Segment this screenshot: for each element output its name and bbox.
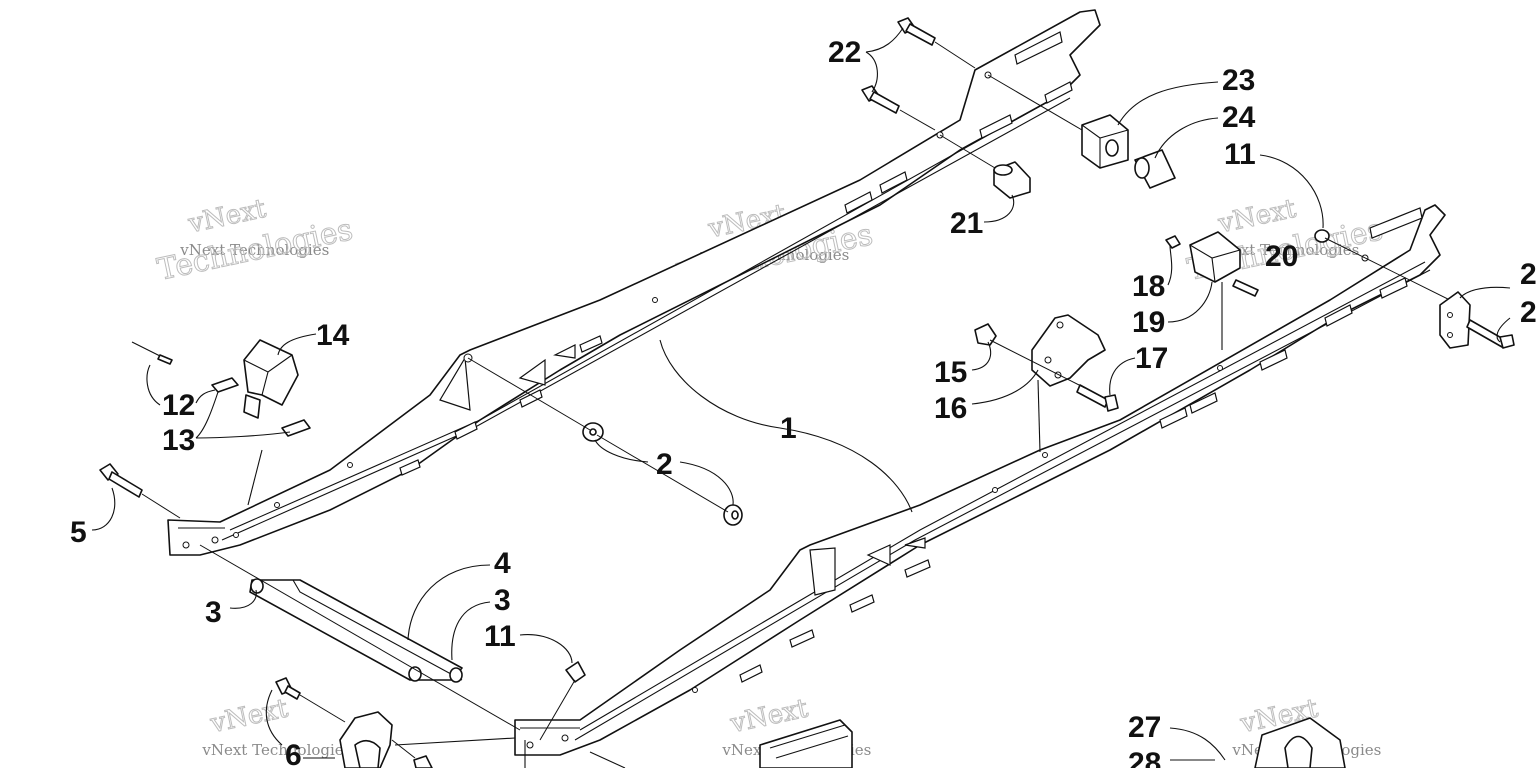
callout-27: 27 xyxy=(1128,711,1161,744)
callout-26: 2 xyxy=(1520,296,1536,329)
callout-15: 15 xyxy=(934,356,967,389)
callout-12: 12 xyxy=(162,389,195,422)
callout-1: 1 xyxy=(780,412,797,445)
bracket-16 xyxy=(1031,314,1106,387)
nut-bottom xyxy=(413,755,433,768)
pin-12 xyxy=(131,341,173,365)
callout-16: 16 xyxy=(934,392,967,425)
nut-15 xyxy=(974,323,997,346)
axis-line-5 xyxy=(141,493,181,519)
bolt-22-lower xyxy=(861,85,900,114)
callout-11-lower: 11 xyxy=(484,620,516,653)
callout-25: 2 xyxy=(1520,258,1536,291)
callout-22: 22 xyxy=(828,36,861,69)
axis-line-6 xyxy=(299,694,346,723)
callout-13: 13 xyxy=(162,424,195,457)
axis-line-22a xyxy=(934,41,976,69)
nut-11-lower xyxy=(565,661,586,683)
svg-text:vNext Technologies: vNext Technologies xyxy=(1209,241,1359,259)
callout-6: 6 xyxy=(285,739,302,768)
leader-lines xyxy=(91,27,1511,768)
clip-13-lower xyxy=(281,419,311,437)
callout-24: 24 xyxy=(1222,101,1256,134)
callout-5: 5 xyxy=(70,516,87,549)
callout-3-right: 3 xyxy=(494,584,511,617)
callout-20: 20 xyxy=(1265,240,1298,273)
axis-line-11 xyxy=(539,679,576,741)
slide-rail-right xyxy=(514,204,1446,756)
callout-14: 14 xyxy=(316,319,350,352)
axis-line-bottom xyxy=(391,739,416,759)
callout-23: 23 xyxy=(1222,64,1255,97)
bolt-22-upper xyxy=(897,17,936,46)
washer-2-lower xyxy=(723,504,743,526)
watermark-left: vNext vNext Technologies Technologies xyxy=(154,193,356,288)
part-bottom-center xyxy=(759,719,853,768)
slide-rail-left xyxy=(167,9,1101,556)
axis-line-22b xyxy=(899,109,936,131)
washer-2-upper xyxy=(582,422,604,442)
callout-4: 4 xyxy=(494,547,511,580)
axis-line-20 xyxy=(1324,237,1471,311)
bracket-right-end xyxy=(1439,291,1515,349)
callout-19: 19 xyxy=(1132,306,1165,339)
axis-line-16 xyxy=(989,339,1086,389)
bracket-19-20 xyxy=(1189,231,1259,297)
part-27 xyxy=(1254,717,1346,768)
svg-text:vNext Technologies: vNext Technologies xyxy=(201,741,351,759)
nut-18 xyxy=(1165,235,1181,249)
watermark-bottom-left: vNext vNext Technologies xyxy=(201,693,351,759)
callout-11-upper: 11 xyxy=(1224,138,1256,171)
sleeve-24 xyxy=(1134,149,1176,189)
callout-18: 18 xyxy=(1132,270,1165,303)
bumper-14 xyxy=(243,339,299,419)
callout-17: 17 xyxy=(1135,342,1168,375)
bolt-6 xyxy=(275,677,301,700)
bushing-23 xyxy=(1081,114,1129,169)
callout-2: 2 xyxy=(656,448,673,481)
axis-line-2 xyxy=(467,357,729,513)
bolt-5 xyxy=(99,463,143,498)
axis-line-shaft xyxy=(199,544,521,731)
axis-line-21 xyxy=(939,134,996,169)
axis-line-23 xyxy=(987,74,1083,131)
cross-shaft-front xyxy=(249,578,463,683)
callout-3-left: 3 xyxy=(205,596,222,629)
svg-text:vNext Technologies: vNext Technologies xyxy=(179,241,329,259)
clip-13-upper xyxy=(211,377,239,393)
callout-21: 21 xyxy=(950,207,983,240)
spacer-21 xyxy=(993,161,1031,199)
callout-labels: 22 23 24 11 21 20 18 19 2 2 14 15 17 16 … xyxy=(70,36,1536,768)
svg-text:vNext: vNext xyxy=(207,694,291,740)
bearing-housing-bottom xyxy=(339,711,393,768)
nut-11-upper xyxy=(1314,229,1330,243)
bolt-17 xyxy=(1076,384,1119,412)
callout-28: 28 xyxy=(1128,747,1161,768)
